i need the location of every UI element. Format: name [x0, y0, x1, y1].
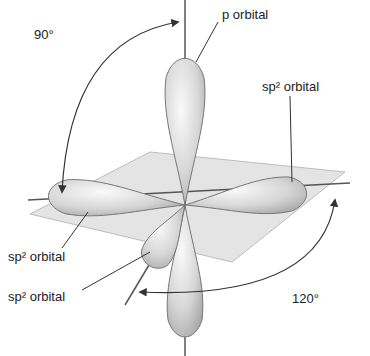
- angle-label: 90°: [34, 28, 54, 42]
- orbital-label: sp² orbital: [262, 80, 319, 94]
- orbital-lobe: [165, 58, 205, 205]
- orbital-label: p orbital: [222, 8, 268, 22]
- angle-arc-120: [140, 200, 335, 293]
- orbital-lobe: [141, 205, 185, 268]
- orbital-label: sp² orbital: [8, 290, 65, 304]
- leader-line: [82, 252, 150, 290]
- orbital-lobes: [48, 58, 306, 337]
- orbital-label: sp² orbital: [8, 250, 65, 264]
- leader-line: [290, 96, 292, 182]
- leader-line: [62, 212, 88, 248]
- orbital-lobe: [48, 180, 185, 216]
- orbital-lobe: [185, 177, 307, 214]
- angle-arc-90: [62, 22, 178, 192]
- leader-line: [196, 22, 218, 62]
- angle-label: 120°: [292, 292, 319, 306]
